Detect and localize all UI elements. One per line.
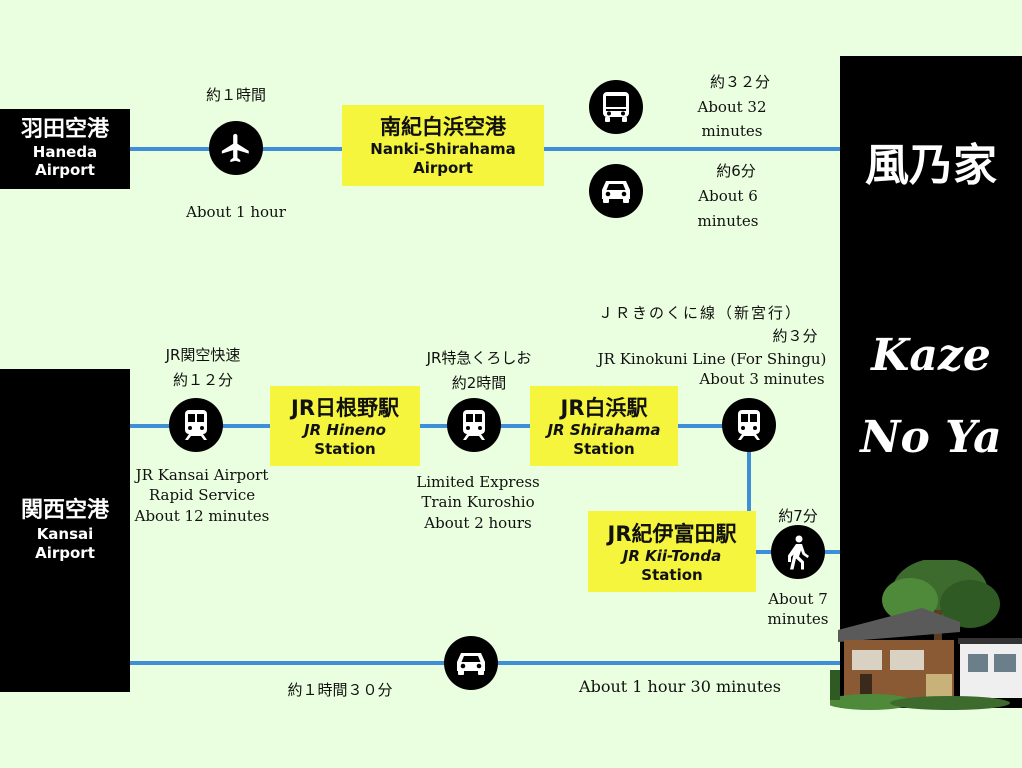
walk-en-line2: minutes xyxy=(767,610,829,628)
walk-en-line1: About 7 xyxy=(768,590,828,608)
haneda-airport-label: 羽田空港 Haneda Airport xyxy=(0,109,130,189)
kuroshio-en-line3: About 2 hours xyxy=(424,514,532,532)
car-time-jp: 約6分 xyxy=(716,162,756,180)
shirahama-en-line1: JR Shirahama xyxy=(547,421,661,439)
destination-en-line2: No Ya xyxy=(860,412,1002,463)
car-time-en-line1: About 6 xyxy=(698,187,758,205)
kuroshio-en-line2: Train Kuroshio xyxy=(421,493,535,511)
kuroshio-name-jp: JR特急くろしお xyxy=(426,349,532,367)
route-line-kinokuni-down xyxy=(747,426,751,512)
train-icon xyxy=(722,398,776,452)
hineno-station-box: JR日根野駅 JR Hineno Station xyxy=(270,386,420,466)
walk-time-jp: 約7分 xyxy=(778,507,818,525)
bus-time-jp: 約３２分 xyxy=(709,73,770,91)
kansai-en-line1: Kansai xyxy=(36,525,94,543)
bus-time-en-line2: minutes xyxy=(701,122,763,140)
rapid-time-jp: 約１２分 xyxy=(172,371,233,389)
nanki-jp: 南紀白浜空港 xyxy=(380,115,506,139)
train-icon xyxy=(169,398,223,452)
shirahama-station-box: JR白浜駅 JR Shirahama Station xyxy=(530,386,678,466)
kiitonda-en-line2: Station xyxy=(641,566,703,584)
train-icon xyxy=(447,398,501,452)
haneda-en-line1: Haneda xyxy=(32,143,98,161)
nanki-en-line2: Airport xyxy=(413,159,473,177)
nanki-en-line1: Nanki-Shirahama xyxy=(370,140,516,158)
car-icon xyxy=(444,636,498,690)
destination-jp: 風乃家 xyxy=(865,140,997,191)
kiitonda-en-line1: JR Kii-Tonda xyxy=(622,547,722,565)
destination-en-line1: Kaze xyxy=(871,330,991,381)
car-time-en-line2: minutes xyxy=(697,212,759,230)
kuroshio-en-line1: Limited Express xyxy=(416,473,540,491)
rapid-en-line3: About 12 minutes xyxy=(134,507,270,525)
flight-time-jp: 約１時間 xyxy=(205,86,266,104)
hineno-en-line1: JR Hineno xyxy=(304,421,386,439)
haneda-jp: 羽田空港 xyxy=(20,117,109,142)
kuroshio-time-jp: 約2時間 xyxy=(451,374,507,392)
guesthouse-illustration xyxy=(830,560,1022,710)
kinokuni-name-jp: ＪＲきのくに線（新宮行） xyxy=(597,304,802,322)
rapid-name-jp: JR関空快速 xyxy=(165,346,241,364)
kinokuni-time-jp: 約３分 xyxy=(772,327,818,345)
route-line-shirahama-kinokuni xyxy=(676,424,750,428)
haneda-en-line2: Airport xyxy=(35,161,95,179)
shirahama-jp: JR白浜駅 xyxy=(560,396,648,420)
kii-tonda-station-box: JR紀伊富田駅 JR Kii-Tonda Station xyxy=(588,511,756,592)
hineno-en-line2: Station xyxy=(314,440,376,458)
kansai-en-line2: Airport xyxy=(35,544,95,562)
bus-icon xyxy=(589,80,643,134)
flight-time-en: About 1 hour xyxy=(186,203,286,221)
drive-time-en: About 1 hour 30 minutes xyxy=(579,677,781,696)
shirahama-en-line2: Station xyxy=(573,440,635,458)
walking-person-icon xyxy=(771,525,825,579)
drive-time-jp: 約１時間３０分 xyxy=(287,681,393,699)
kiitonda-jp: JR紀伊富田駅 xyxy=(607,522,737,546)
bus-time-en-line1: About 32 xyxy=(697,98,767,116)
route-line-nanki-destination xyxy=(542,147,840,151)
rapid-en-line2: Rapid Service xyxy=(148,486,256,504)
destination-panel: 風乃家 Kaze No Ya xyxy=(840,56,1022,708)
airplane-icon xyxy=(209,121,263,175)
nanki-shirahama-airport-box: 南紀白浜空港 Nanki-Shirahama Airport xyxy=(342,105,544,186)
kansai-jp: 関西空港 xyxy=(20,498,109,523)
hineno-jp: JR日根野駅 xyxy=(291,396,399,420)
kinokuni-en-line2: About 3 minutes xyxy=(699,370,825,388)
kinokuni-en-line1: JR Kinokuni Line (For Shingu) xyxy=(597,350,827,368)
kansai-airport-label: 関西空港 Kansai Airport xyxy=(0,369,130,692)
car-icon xyxy=(589,164,643,218)
rapid-en-line1: JR Kansai Airport xyxy=(135,466,269,484)
